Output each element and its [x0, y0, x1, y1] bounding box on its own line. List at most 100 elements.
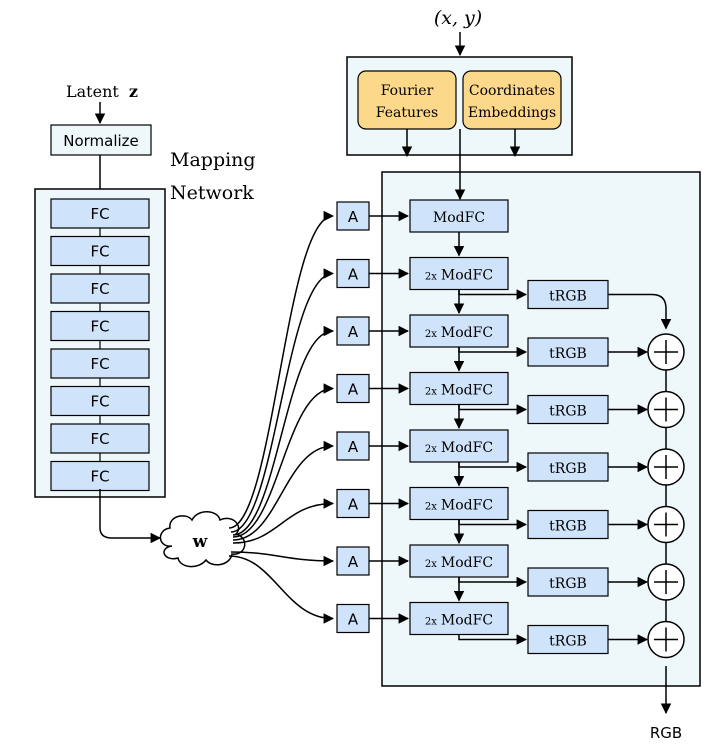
fc-block [50, 460, 150, 492]
trgb-label: tRGB [549, 519, 587, 535]
modfc-2x-block [409, 429, 509, 463]
modfc-to-trgb-arrow [458, 519, 528, 530]
affine-a-block [336, 258, 370, 289]
w-to-a-arrow [230, 268, 335, 533]
trgb-label: tRGB [549, 576, 587, 592]
trgb-block [527, 279, 609, 310]
w-to-a-arrow [232, 498, 335, 544]
affine-a-label: A [348, 323, 359, 341]
affine-a-label: A [348, 381, 359, 399]
w-to-a-arrow [232, 440, 335, 541]
modfc-to-trgb-arrow [458, 404, 528, 415]
modfc-to-trgb-arrow [458, 461, 528, 473]
coords-embeddings-label-line1: Coordinates [469, 83, 555, 99]
fc-label: FC [90, 205, 109, 223]
trgb-block [527, 452, 609, 482]
trgb-to-sum-arrow [608, 293, 672, 330]
w-to-a-arrow [230, 551, 335, 567]
w-to-a-arrow [232, 383, 335, 538]
modfc-label: 2x ModFC [425, 613, 493, 629]
modfc-prefix: 2x [425, 387, 437, 398]
modfc-label: 2x ModFC [425, 555, 493, 571]
modfc-2x-block [409, 371, 509, 406]
modfc-label: 2x ModFC [425, 383, 493, 399]
affine-a-block [336, 603, 370, 634]
mapping-title-line2: Network [170, 182, 254, 204]
coords-embeddings-block [462, 70, 562, 130]
fc-label: FC [90, 355, 109, 373]
modfc-label: 2x ModFC [425, 440, 493, 456]
latent-label: Latent z [66, 82, 138, 101]
modfc-prefix: 2x [425, 502, 437, 513]
trgb-label: tRGB [549, 461, 587, 477]
modfc-label: 2x ModFC [425, 498, 493, 514]
trgb-label: tRGB [549, 346, 587, 362]
trgb-label: tRGB [549, 289, 587, 305]
modfc-2x-block [409, 256, 509, 291]
fc-block [50, 273, 150, 304]
affine-a-label: A [348, 208, 359, 226]
normalize-block [50, 124, 152, 156]
modfc-prefix: 2x [425, 329, 437, 340]
affine-a-label: A [348, 553, 359, 571]
modfc-name: ModFC [441, 383, 493, 399]
modfc-name: ModFC [441, 613, 493, 629]
fc-block [50, 235, 150, 267]
fc-label: FC [90, 393, 109, 411]
modfc-2x-block [409, 314, 509, 348]
trgb-block [527, 509, 609, 540]
fc-block [50, 198, 150, 229]
trgb-block [527, 567, 609, 597]
modfc-name: ModFC [441, 268, 493, 284]
modfc-label: 2x ModFC [425, 268, 493, 284]
modfc-2x-block [409, 601, 509, 636]
w-to-a-arrow [232, 325, 335, 536]
affine-a-block [336, 373, 370, 404]
modfc-to-trgb-arrow [458, 576, 528, 588]
normalize-label: Normalize [63, 132, 139, 150]
latent-label-text: Latent [66, 82, 119, 101]
affine-a-label: A [348, 438, 359, 456]
modfc-name: ModFC [441, 325, 493, 341]
modfc-to-trgb-arrow [458, 634, 528, 645]
affine-a-block [336, 546, 370, 576]
mapping-to-w-arrow [99, 489, 162, 544]
modfc-to-trgb-arrow [458, 346, 528, 358]
modfc-name: ModFC [441, 555, 493, 571]
trgb-label: tRGB [549, 404, 587, 420]
modfc-label: 2x ModFC [425, 325, 493, 341]
affine-a-label: A [348, 496, 359, 514]
affine-a-label: A [348, 611, 359, 629]
input-coords-label: (x, y) [434, 7, 482, 29]
modfc-prefix: 2x [425, 617, 437, 628]
latent-var: z [129, 82, 138, 101]
modfc-prefix: 2x [425, 444, 437, 455]
modfc-block [409, 199, 509, 233]
w-label: w [192, 532, 208, 552]
modfc-name: ModFC [441, 440, 493, 456]
fc-label: FC [90, 280, 109, 298]
trgb-label: tRGB [549, 634, 587, 650]
fc-block [50, 310, 150, 342]
w-to-a-arrow [228, 555, 335, 624]
coords-embeddings-label-line2: Embeddings [468, 105, 556, 121]
fc-label: FC [90, 430, 109, 448]
affine-a-label: A [348, 266, 359, 284]
modfc-label: ModFC [433, 210, 485, 226]
fc-label: FC [90, 243, 109, 261]
w-to-a-arrow [228, 210, 335, 529]
modfc-name: ModFC [441, 498, 493, 514]
fc-block [50, 348, 150, 379]
mapping-title-line1: Mapping [170, 149, 256, 171]
modfc-2x-block [409, 486, 509, 521]
fourier-features-label-line2: Features [376, 105, 438, 121]
fc-label: FC [90, 318, 109, 336]
modfc-to-trgb-arrow [458, 289, 528, 300]
rgb-output-label: RGB [650, 724, 682, 742]
modfc-prefix: 2x [425, 559, 437, 570]
modfc-prefix: 2x [425, 272, 437, 283]
